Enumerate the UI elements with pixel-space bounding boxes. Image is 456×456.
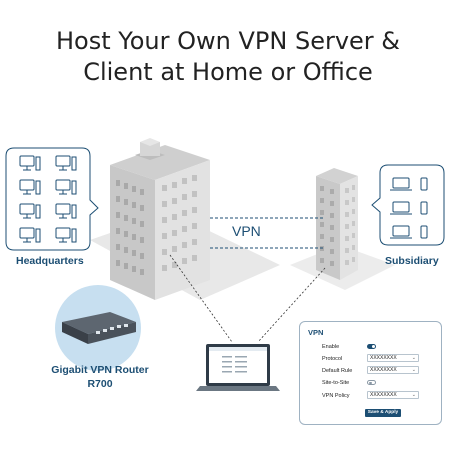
- enable-label: Enable: [322, 344, 340, 350]
- vpn-label: VPN: [230, 223, 263, 239]
- vpn-policy-value: XXXXXXXX: [370, 392, 397, 398]
- site-to-site-label: Site-to-Site: [322, 380, 350, 386]
- vpn-settings-panel: VPN Enable Protocol XXXXXXXX ⌄ Default R…: [299, 321, 442, 425]
- subsidiary-devices-callout: [371, 164, 445, 246]
- default-rule-value: XXXXXXXX: [370, 367, 397, 373]
- panel-title: VPN: [308, 328, 324, 337]
- headquarters-building-icon: [110, 138, 210, 300]
- headquarters-label: Headquarters: [16, 255, 84, 267]
- laptop-links: [169, 254, 326, 343]
- laptop-icon: [196, 344, 280, 391]
- router-name: Gigabit VPN Router: [51, 364, 149, 376]
- enable-toggle[interactable]: [367, 344, 376, 349]
- title-line-1: Host Your Own VPN Server &: [55, 27, 400, 55]
- headquarters-devices-callout: [5, 147, 99, 251]
- title-line-2: Client at Home or Office: [83, 58, 373, 86]
- default-rule-select[interactable]: XXXXXXXX ⌄: [367, 366, 419, 374]
- vpn-policy-select[interactable]: XXXXXXXX ⌄: [367, 391, 419, 399]
- router-icon: [55, 285, 141, 371]
- default-rule-label: Default Rule: [322, 368, 353, 374]
- chevron-down-icon: ⌄: [411, 355, 416, 361]
- site-to-site-toggle[interactable]: [367, 380, 376, 385]
- subsidiary-building-icon: [316, 168, 358, 280]
- chevron-down-icon: ⌄: [411, 392, 416, 398]
- router-model: R700: [87, 378, 113, 390]
- protocol-label: Protocol: [322, 356, 343, 362]
- vpn-tunnel: [210, 217, 325, 249]
- desktop-computer-icons: [19, 155, 77, 243]
- laptop-and-phone-icons: [390, 177, 428, 239]
- router-label: Gigabit VPN Router R700: [45, 363, 155, 391]
- protocol-value: XXXXXXXX: [370, 355, 397, 361]
- vpn-policy-label: VPN Policy: [322, 393, 350, 399]
- chevron-down-icon: ⌄: [411, 367, 416, 373]
- page-title: Host Your Own VPN Server & Client at Hom…: [0, 26, 456, 88]
- protocol-select[interactable]: XXXXXXXX ⌄: [367, 354, 419, 362]
- subsidiary-label: Subsidiary: [385, 255, 439, 267]
- save-apply-button[interactable]: Save & Apply: [365, 409, 401, 417]
